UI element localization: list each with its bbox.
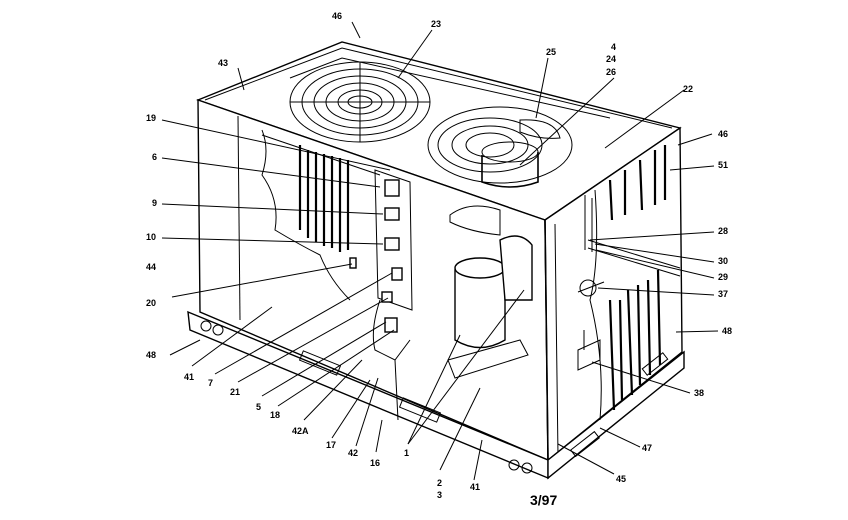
callout-20: 20 [146,298,156,308]
callout-42: 42 [348,448,358,458]
callout-4: 4 [611,42,616,52]
callout-51: 51 [718,160,728,170]
callout-42A: 42A [292,426,309,436]
callout-41-bottom: 41 [470,482,480,492]
callout-48-right: 48 [722,326,732,336]
fan-guard [289,61,431,143]
callout-3: 3 [437,490,442,500]
callout-22: 22 [683,84,693,94]
callout-1: 1 [404,448,409,458]
callout-7: 7 [208,378,213,388]
compressor [447,205,533,379]
callout-37: 37 [718,289,728,299]
leader-lines [161,21,719,481]
callout-48-left: 48 [146,350,156,360]
callout-2: 2 [437,478,442,488]
callout-28: 28 [718,226,728,236]
callout-26: 26 [606,67,616,77]
callout-19: 19 [146,113,156,123]
callout-46-right: 46 [718,129,728,139]
callout-45: 45 [616,474,626,484]
callout-18: 18 [270,410,280,420]
callout-9: 9 [152,198,157,208]
relay-10 [384,237,400,251]
capacitor-9 [384,207,400,221]
callout-41-left: 41 [184,372,194,382]
callout-24: 24 [606,54,616,64]
base-rail-right [547,350,685,480]
callout-29: 29 [718,272,728,282]
contactor-6 [384,179,400,197]
callout-25: 25 [546,47,556,57]
callout-30: 30 [718,256,728,266]
callout-46-top: 46 [332,11,342,21]
callout-21: 21 [230,387,240,397]
control-box [349,169,413,421]
callout-23: 23 [431,19,441,29]
date-stamp: 3/97 [530,492,557,508]
callout-38: 38 [694,388,704,398]
callout-43: 43 [218,58,228,68]
callout-44: 44 [146,262,156,272]
callout-47: 47 [642,443,652,453]
callout-17: 17 [326,440,336,450]
callout-5: 5 [256,402,261,412]
cabinet [187,41,685,480]
callout-10: 10 [146,232,156,242]
callout-6: 6 [152,152,157,162]
callout-16: 16 [370,458,380,468]
condenser-coil-right [587,145,681,421]
service-valves [577,195,605,371]
condenser-fan [427,106,573,188]
component-7 [391,267,403,281]
callout-labels: 46 23 43 25 4 24 26 22 46 51 19 6 9 10 4… [146,11,732,508]
